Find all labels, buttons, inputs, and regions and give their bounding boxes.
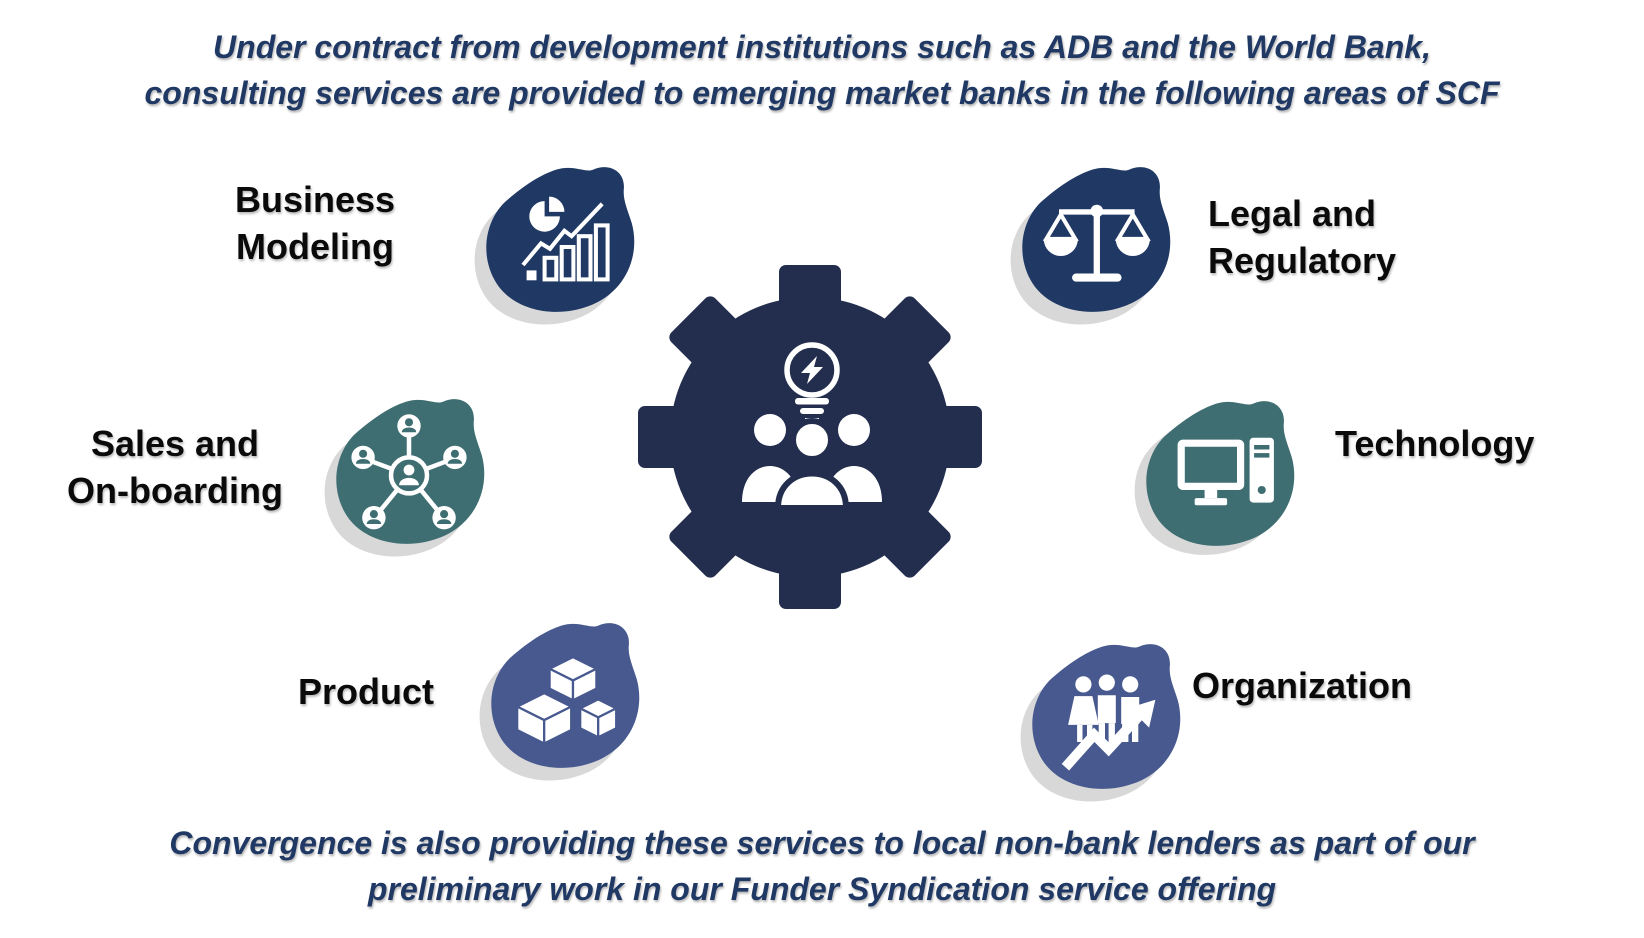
- people-growth-arrow-icon: [1061, 674, 1156, 771]
- product-blob: [479, 623, 640, 781]
- footer-text: Convergence is also providing these serv…: [0, 820, 1644, 912]
- business-modeling-blob: [474, 167, 635, 325]
- sales-onboarding-blob: [324, 399, 485, 557]
- organization-blob: [1020, 644, 1181, 802]
- legal-regulatory-label: Legal and Regulatory: [1208, 193, 1397, 281]
- pie-bar-chart-icon: [521, 196, 610, 282]
- technology-blob: [1134, 401, 1295, 555]
- blob-body: [486, 167, 635, 312]
- footer-line-1: Convergence is also providing these serv…: [169, 825, 1475, 861]
- footer-line-2: preliminary work in our Funder Syndicati…: [367, 871, 1277, 907]
- cubes-icon: [514, 655, 619, 746]
- people-network-icon: [351, 414, 467, 530]
- header-text: Under contract from development institut…: [0, 24, 1644, 116]
- header-line-2: consulting services are provided to emer…: [144, 75, 1500, 111]
- product-label: Product: [298, 671, 435, 712]
- header-line-1: Under contract from development institut…: [213, 29, 1431, 65]
- legal-regulatory-blob: [1010, 167, 1171, 325]
- computer-icon: [1177, 437, 1274, 506]
- sales-onboarding-label: Sales and On-boarding: [67, 423, 283, 511]
- technology-label: Technology: [1335, 423, 1535, 464]
- scales-icon: [1042, 204, 1151, 282]
- team-icon: [742, 414, 882, 511]
- organization-label: Organization: [1192, 665, 1413, 706]
- gear-icon: [638, 265, 982, 609]
- business-modeling-label: Business Modeling: [234, 179, 396, 267]
